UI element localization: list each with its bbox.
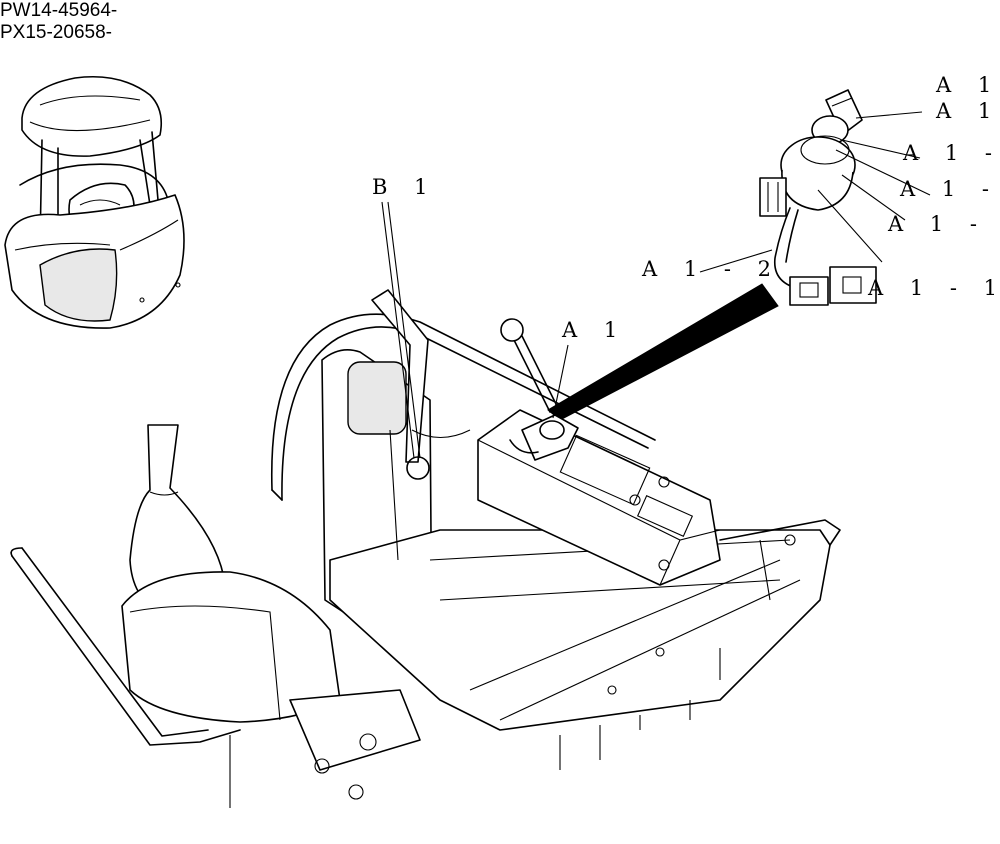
- callout-a1-1a: A 1 - 1 A: [867, 276, 1000, 300]
- callout-a1-1: A 1 - 1: [902, 141, 1000, 165]
- b1-leader: [381, 201, 415, 459]
- ignition-leader-lines: [699, 111, 931, 273]
- callout-b1: B 1: [372, 175, 437, 199]
- callout-a1-2: A 1 - 2: [641, 257, 781, 281]
- a1-leader: [552, 344, 569, 419]
- serial-range-1: PW14-45964-: [0, 0, 118, 21]
- callout-a1: A 1: [561, 318, 627, 342]
- callout-a1-1d: A 1 - 1 D: [887, 212, 1000, 236]
- callout-wedge: [547, 283, 779, 421]
- callout-a1-1c: A 1 - 1 C: [899, 177, 1000, 201]
- operator-seat: [10, 424, 421, 808]
- control-console: [270, 289, 831, 731]
- callout-a1-top-2: A 1 -: [935, 99, 1000, 123]
- serial-range-2: PX15-20658-: [0, 22, 112, 43]
- frame-details: [559, 519, 841, 770]
- cab-overview-illustration: [4, 75, 185, 329]
- ignition-switch-detail: [759, 89, 877, 306]
- callout-a1-top-1: A 1 -: [935, 73, 1000, 97]
